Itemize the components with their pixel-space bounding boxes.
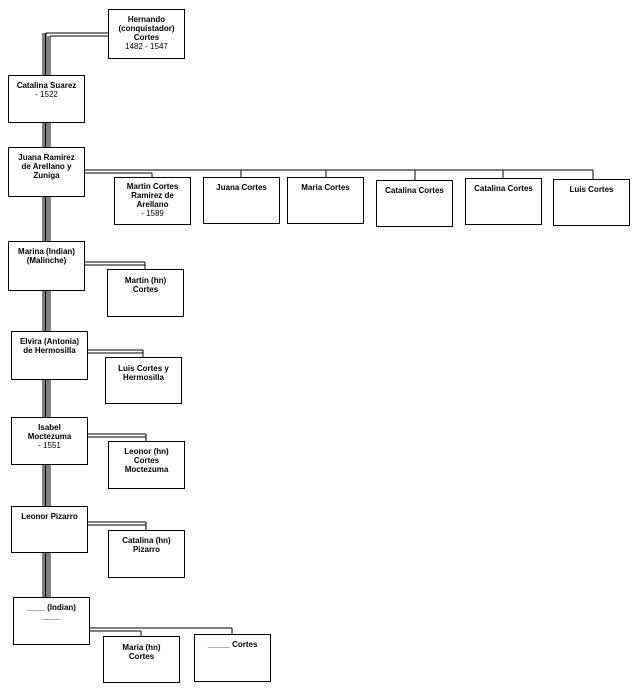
person-dates: - 1551 <box>38 441 61 450</box>
person-name: Ramirez de <box>131 191 174 200</box>
person-name: ____ (Indian) <box>27 603 76 612</box>
person-hernando-cortes[interactable]: Hernando (conquistador) Cortes 1482 - 15… <box>108 9 185 59</box>
person-catalina-suarez[interactable]: Catalina Suarez - 1522 <box>8 75 85 123</box>
person-martin-hn-cortes[interactable]: Martin (hn) Cortes <box>107 269 184 317</box>
person-name: Catalina Cortes <box>474 184 533 193</box>
person-name: Maria (hn) <box>122 643 161 652</box>
person-name: Martin (hn) <box>124 276 167 285</box>
person-name: Catalina (hn) <box>122 536 171 545</box>
person-name: Moctezuma <box>124 465 169 474</box>
person-name: Juana Ramirez <box>18 153 75 162</box>
person-name: (Malinche) <box>26 256 67 265</box>
person-catalina-hn-pizarro[interactable]: Catalina (hn) Pizarro <box>108 530 185 578</box>
person-juana-ramirez[interactable]: Juana Ramirez de Arellano y Zuniga <box>8 147 85 197</box>
person-name: Marina (Indian) <box>18 247 75 256</box>
person-name: _____ Cortes <box>207 640 258 649</box>
person-name: Luis Cortes <box>569 185 614 194</box>
person-name: Cortes <box>128 652 155 661</box>
person-name: Cortes <box>133 456 160 465</box>
person-marina-malinche[interactable]: Marina (Indian) (Malinche) <box>8 241 85 291</box>
person-name: Hernando <box>127 15 166 24</box>
person-name: Cortes <box>133 33 160 42</box>
person-name: Leonor Pizarro <box>21 512 78 521</box>
person-maria-hn-cortes[interactable]: Maria (hn) Cortes <box>103 636 180 683</box>
person-leonor-hn-cortes-moctezuma[interactable]: Leonor (hn) Cortes Moctezuma <box>108 441 185 489</box>
person-name: Catalina Suarez <box>16 81 77 90</box>
person-dates: - 1589 <box>141 209 164 218</box>
person-name: (conquistador) <box>118 24 175 33</box>
person-name: Elvira (Antonia) <box>19 337 80 346</box>
person-leonor-pizarro[interactable]: Leonor Pizarro <box>11 506 88 553</box>
person-name: Maria Cortes <box>301 183 350 192</box>
person-name: Moctezuma <box>27 432 72 441</box>
person-name: Catalina Cortes <box>385 186 444 195</box>
person-unknown-indian[interactable]: ____ (Indian) ____ <box>13 597 90 645</box>
person-name: Arellano <box>136 200 169 209</box>
person-isabel-moctezuma[interactable]: Isabel Moctezuma - 1551 <box>11 417 88 465</box>
person-elvira-hermosilla[interactable]: Elvira (Antonia) de Hermosilla <box>11 331 88 380</box>
person-name: de Hermosilla <box>23 346 76 355</box>
person-name: Juana Cortes <box>216 183 267 192</box>
person-name: Luis Cortes y <box>118 364 169 373</box>
person-unknown-cortes[interactable]: _____ Cortes <box>194 634 271 682</box>
person-luis-cortes-hermosilla[interactable]: Luis Cortes y Hermosilla <box>105 357 182 404</box>
person-juana-cortes[interactable]: Juana Cortes <box>203 177 280 224</box>
person-martin-cortes-ramirez[interactable]: Martin Cortes Ramirez de Arellano - 1589 <box>114 177 191 225</box>
person-name: Leonor (hn) <box>124 447 169 456</box>
person-catalina-cortes-1[interactable]: Catalina Cortes <box>376 180 453 227</box>
person-dates: - 1522 <box>35 90 58 99</box>
person-dates: 1482 - 1547 <box>125 42 168 51</box>
person-name: Zuniga <box>33 171 60 180</box>
person-name: Martin Cortes <box>126 182 179 191</box>
person-maria-cortes[interactable]: Maria Cortes <box>287 177 364 224</box>
person-name: Cortes <box>132 285 159 294</box>
person-name: ____ <box>42 612 61 621</box>
person-name: de Arellano y <box>21 162 72 171</box>
person-name: Hermosilla <box>123 373 164 382</box>
person-luis-cortes[interactable]: Luis Cortes <box>553 179 630 226</box>
person-name: Pizarro <box>132 545 161 554</box>
person-catalina-cortes-2[interactable]: Catalina Cortes <box>465 178 542 225</box>
person-name: Isabel <box>38 423 61 432</box>
